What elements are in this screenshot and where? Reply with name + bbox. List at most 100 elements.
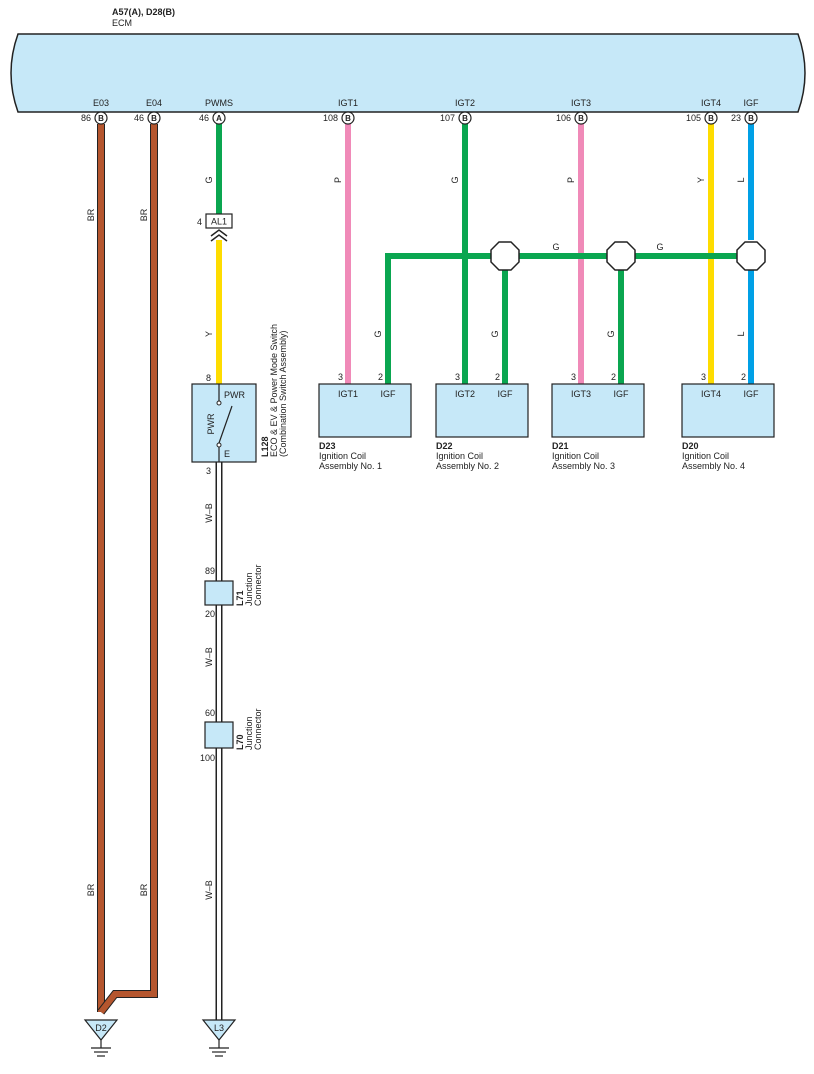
junction-l71-code: L71: [235, 590, 245, 606]
coil-assembly: Assembly No. 3: [552, 461, 615, 471]
svg-text:IGT3: IGT3: [571, 389, 591, 399]
ground-d2-label: D2: [95, 1023, 107, 1033]
ecm-pin-igt1: B 108: [323, 111, 355, 125]
wire-label-g: G: [204, 176, 214, 183]
coil-assembly: Assembly No. 4: [682, 461, 745, 471]
svg-text:B: B: [462, 114, 468, 123]
ecm-pin-igt4: B 105: [686, 111, 718, 125]
ignition-coil-d22: 3 2 IGT2 IGF D22 Ignition Coil Assembly …: [435, 372, 529, 471]
svg-text:89: 89: [205, 566, 215, 576]
wire-label-g: G: [450, 176, 460, 183]
junction-l70-name2: Connector: [253, 708, 263, 750]
svg-text:105: 105: [686, 113, 701, 123]
svg-text:B: B: [748, 114, 754, 123]
svg-text:IGT4: IGT4: [701, 389, 721, 399]
svg-text:106: 106: [556, 113, 571, 123]
junction-connector-l71: 89 20: [204, 566, 234, 619]
ecm-term-igf: IGF: [744, 98, 760, 108]
svg-text:100: 100: [200, 753, 215, 763]
wire-br-e04: [97, 124, 158, 1015]
svg-text:86: 86: [81, 113, 91, 123]
coil-name: Ignition Coil: [319, 451, 366, 461]
ignition-coil-d21: 3 2 IGT3 IGF D21 Ignition Coil Assembly …: [551, 372, 645, 471]
junction-l70-name: Junction: [244, 716, 254, 750]
connector-al1: AL1 4: [197, 213, 233, 242]
svg-text:20: 20: [205, 609, 215, 619]
splice-point: [606, 241, 636, 271]
connector-al1-label: AL1: [211, 217, 227, 227]
ecm-box: [10, 33, 806, 113]
coil-code: D21: [552, 441, 569, 451]
switch-subname: (Combination Switch Assembly): [278, 330, 288, 457]
switch-term-bottom: E: [224, 449, 230, 459]
switch-term-side: PWR: [206, 413, 216, 434]
coil-assembly: Assembly No. 1: [319, 461, 382, 471]
wire-label-p: P: [566, 177, 576, 183]
connector-al1-pin: 4: [197, 217, 202, 227]
wire-label-wb: W–B: [204, 647, 214, 667]
junction-l71-name2: Connector: [253, 564, 263, 606]
ecm-term-e04: E04: [146, 98, 162, 108]
wire-label-g: G: [552, 242, 559, 252]
ground-d2: D2: [83, 1019, 119, 1057]
ecm-term-e03: E03: [93, 98, 109, 108]
coil-name: Ignition Coil: [552, 451, 599, 461]
svg-text:IGF: IGF: [744, 389, 760, 399]
wire-label-g: G: [656, 242, 663, 252]
svg-text:2: 2: [611, 372, 616, 382]
svg-text:2: 2: [741, 372, 746, 382]
ecm-pin-igt2: B 107: [440, 111, 472, 125]
junction-l71-name: Junction: [244, 572, 254, 606]
svg-text:B: B: [98, 114, 104, 123]
coil-name: Ignition Coil: [436, 451, 483, 461]
ecm-term-igt2: IGT2: [455, 98, 475, 108]
wire-label-br: BR: [86, 208, 96, 221]
ecm-name: ECM: [112, 18, 132, 28]
ecm-pin-e03: B 86: [81, 111, 108, 125]
wire-label-br: BR: [139, 883, 149, 896]
ecm-term-igt4: IGT4: [701, 98, 721, 108]
ecm-term-pwms: PWMS: [205, 98, 233, 108]
svg-text:3: 3: [338, 372, 343, 382]
svg-text:2: 2: [495, 372, 500, 382]
coil-code: D20: [682, 441, 699, 451]
splice-point: [736, 241, 766, 271]
svg-text:B: B: [345, 114, 351, 123]
wire-label-br: BR: [86, 883, 96, 896]
coil-code: D23: [319, 441, 336, 451]
ignition-coil-d23: 3 2 IGT1 IGF D23 Ignition Coil Assembly …: [318, 372, 412, 471]
switch-code: L128: [260, 436, 270, 457]
junction-l70-code: L70: [235, 734, 245, 750]
ecm-term-igt1: IGT1: [338, 98, 358, 108]
svg-text:60: 60: [205, 708, 215, 718]
wire-g-igf-bus: [385, 253, 738, 384]
ignition-coil-d20: 3 2 IGT4 IGF D20 Ignition Coil Assembly …: [681, 372, 775, 471]
svg-text:107: 107: [440, 113, 455, 123]
svg-text:IGT1: IGT1: [338, 389, 358, 399]
splice-point: [490, 241, 520, 271]
svg-text:IGF: IGF: [614, 389, 630, 399]
svg-text:3: 3: [701, 372, 706, 382]
ground-l3-label: L3: [214, 1023, 224, 1033]
svg-text:3: 3: [571, 372, 576, 382]
svg-text:2: 2: [378, 372, 383, 382]
switch-l128: 8 3 PWR E PWR: [191, 373, 257, 476]
coil-assembly: Assembly No. 2: [436, 461, 499, 471]
wire-label-y: Y: [696, 177, 706, 183]
ecm-connectors-label: A57(A), D28(B): [112, 7, 175, 17]
svg-text:B: B: [151, 114, 157, 123]
wire-label-br: BR: [139, 208, 149, 221]
svg-text:B: B: [708, 114, 714, 123]
ground-l3: L3: [201, 1019, 237, 1057]
wire-label-wb: W–B: [204, 503, 214, 523]
svg-text:3: 3: [455, 372, 460, 382]
svg-text:A: A: [216, 114, 222, 123]
wire-label-l: L: [736, 177, 746, 182]
wire-label-wb: W–B: [204, 880, 214, 900]
switch-pin-bottom: 3: [206, 466, 211, 476]
coil-code: D22: [436, 441, 453, 451]
wire-label-p: P: [333, 177, 343, 183]
svg-text:108: 108: [323, 113, 338, 123]
svg-text:B: B: [578, 114, 584, 123]
wire-label-l: L: [736, 331, 746, 336]
